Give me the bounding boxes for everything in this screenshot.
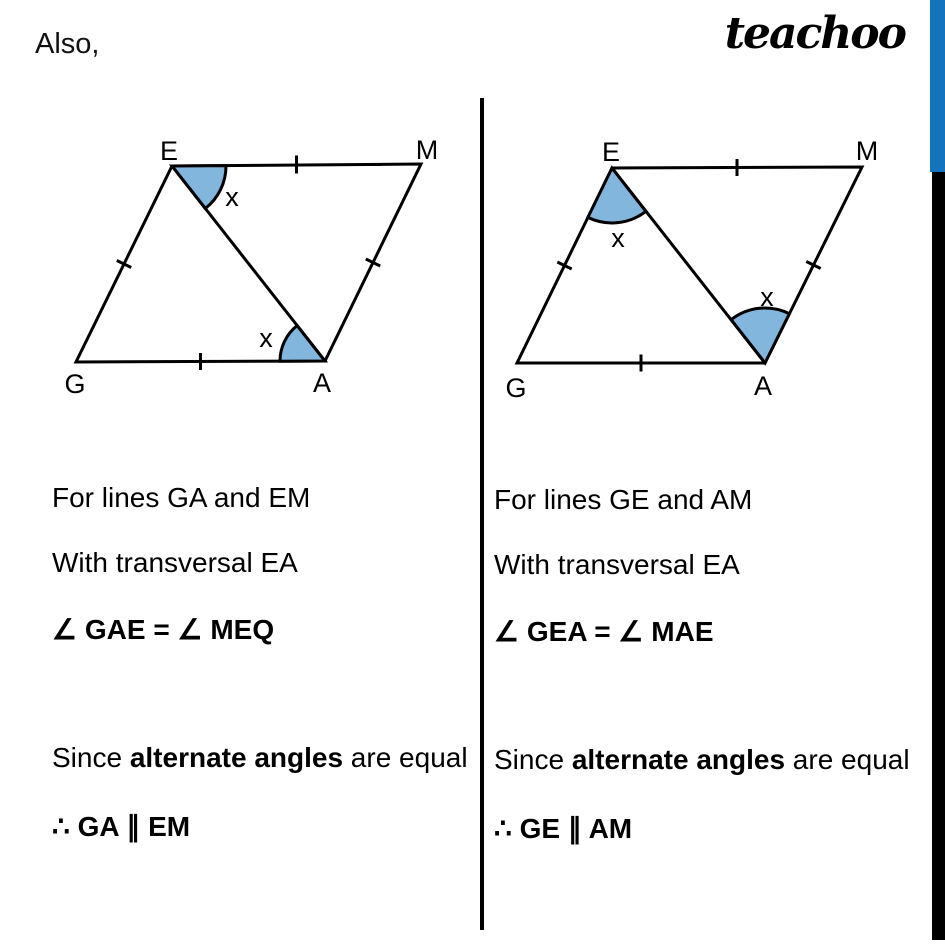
right-edge-blue-bar — [930, 0, 945, 172]
vertex-label-g: G — [64, 369, 85, 399]
left-line-since-alternate: Since alternate angles are equal — [52, 742, 468, 774]
right-parallelogram-diagram: E M G A x x — [505, 136, 879, 403]
right-edge-black-bar — [932, 172, 945, 940]
left-line-conclusion: ∴ GA ∥ EM — [52, 811, 191, 842]
diagonal-ea — [170, 165, 327, 362]
vertex-label-a: A — [313, 368, 331, 398]
angle-label-x-at-a: x — [760, 282, 774, 312]
intro-text: Also, — [35, 28, 100, 60]
since-prefix: Since — [52, 742, 130, 773]
angle-label-x-at-e: x — [611, 223, 625, 253]
angle-wedge-at-e — [585, 165, 649, 225]
vertex-label-m: M — [416, 135, 439, 165]
vertex-label-m: M — [856, 136, 879, 166]
since-suffix: are equal — [343, 742, 468, 773]
alternate-angles-bold: alternate angles — [571, 744, 786, 775]
right-line-since-alternate: Since alternate angles are equal — [494, 744, 910, 776]
vertex-label-e: E — [602, 137, 620, 167]
vertex-label-g: G — [505, 373, 526, 403]
right-line-angle-equation: ∠ GEA = ∠ MAE — [494, 616, 714, 647]
right-line-for-lines: For lines GE and AM — [494, 484, 753, 515]
left-line-transversal: With transversal EA — [52, 547, 298, 578]
since-prefix: Since — [494, 744, 572, 775]
tick-mark-ma — [805, 260, 822, 270]
teachoo-logo: teachoo — [724, 8, 907, 59]
alternate-angles-bold: alternate angles — [129, 742, 344, 773]
vertex-label-a: A — [754, 371, 772, 401]
left-line-angle-equation: ∠ GAE = ∠ MEQ — [52, 614, 275, 645]
tick-mark-ma — [365, 257, 381, 268]
angle-label-x-at-e: x — [225, 182, 239, 212]
angle-label-x-at-a: x — [259, 323, 273, 353]
angle-wedge-at-a — [728, 306, 792, 366]
right-line-conclusion: ∴ GE ∥ AM — [494, 813, 633, 844]
column-divider-line — [480, 98, 484, 930]
tick-mark-ge — [556, 260, 573, 271]
left-parallelogram-diagram: E M G A x x — [64, 135, 439, 399]
tick-mark-ge — [116, 259, 132, 269]
right-line-transversal: With transversal EA — [494, 549, 740, 580]
vertex-label-e: E — [160, 136, 178, 166]
since-suffix: are equal — [785, 744, 910, 775]
left-line-for-lines: For lines GA and EM — [52, 482, 311, 513]
diagonal-ea — [610, 167, 767, 364]
